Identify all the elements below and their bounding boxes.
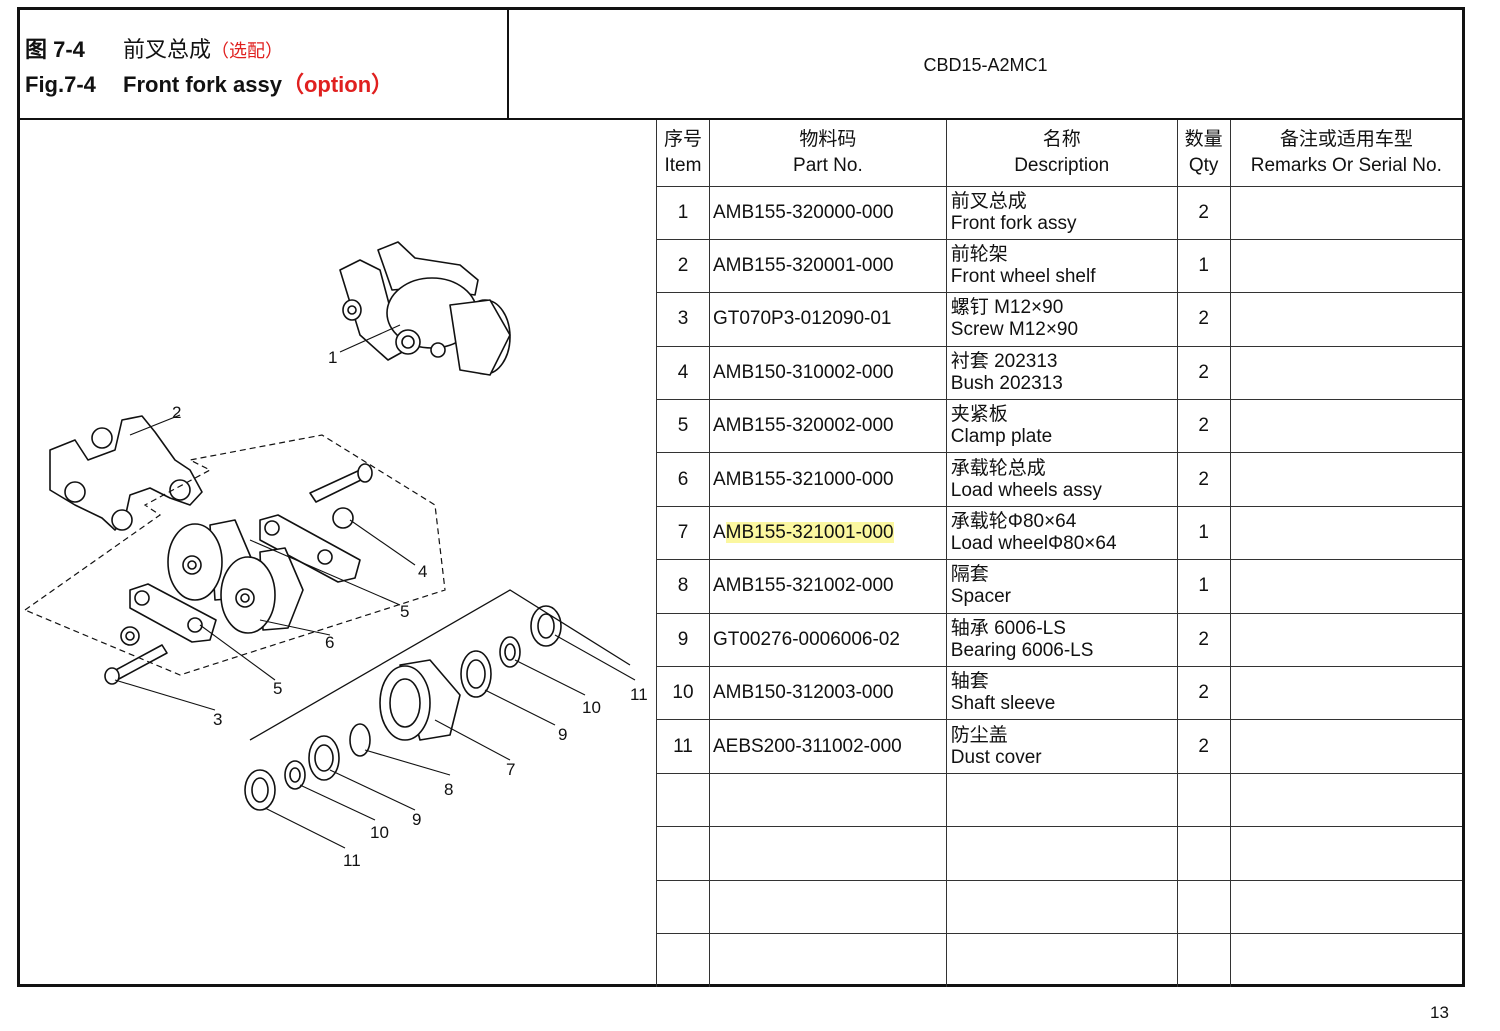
page-frame: 图 7-4 前叉总成（选配） Fig.7-4 Front fork assy（opt… <box>17 7 1465 987</box>
table-row-empty <box>656 826 1462 881</box>
part-spacer <box>349 723 371 757</box>
figure-number-en: Fig.7-4 <box>25 72 96 97</box>
figure-title-en: Fig.7-4 Front fork assy（option） <box>25 67 393 99</box>
part-bush <box>332 507 354 529</box>
callout-10b: 10 <box>370 823 389 842</box>
part-screw-upper <box>309 469 366 503</box>
callout-5b: 5 <box>273 679 282 698</box>
callout-11b: 11 <box>343 851 361 870</box>
part-front-wheel-shelf <box>49 415 203 531</box>
callout-2: 2 <box>172 403 181 422</box>
callout-10: 10 <box>582 698 601 717</box>
callout-3: 3 <box>213 710 222 729</box>
callout-9b: 9 <box>412 810 421 829</box>
callout-11: 11 <box>630 685 648 704</box>
part-load-wheel-7 <box>379 659 461 741</box>
callout-9: 9 <box>558 725 567 744</box>
exploded-view-svg: 1 2 3 4 5 5 6 7 8 9 9 10 10 11 11 <box>23 241 648 870</box>
exploded-drawing: 1 2 3 4 5 5 6 7 8 9 9 10 10 11 11 <box>20 120 656 984</box>
option-label-en: （option） <box>281 72 394 97</box>
figure-name-en: Front fork assy <box>123 72 282 97</box>
part-front-fork-assy <box>339 241 511 376</box>
table-row-empty <box>656 932 1462 987</box>
callout-5: 5 <box>400 602 409 621</box>
part-load-wheel-lower <box>220 547 304 634</box>
figure-name-zh: 前叉总成 <box>123 37 212 62</box>
callout-1: 1 <box>328 348 337 367</box>
header: 图 7-4 前叉总成（选配） Fig.7-4 Front fork assy（opt… <box>20 10 1462 120</box>
figure-title-zh: 图 7-4 前叉总成（选配） <box>25 32 283 64</box>
table-row-empty <box>656 772 1462 828</box>
page-number: 13 <box>1430 1003 1449 1022</box>
model-code: CBD15-A2MC1 <box>923 55 1048 75</box>
callout-8: 8 <box>444 780 453 799</box>
callout-6: 6 <box>325 633 334 652</box>
callout-4: 4 <box>418 562 427 581</box>
figure-number-zh: 图 7-4 <box>25 37 85 62</box>
figure-title-box: 图 7-4 前叉总成（选配） Fig.7-4 Front fork assy（opt… <box>20 10 509 120</box>
part-clamp-plate-upper <box>259 514 361 583</box>
highlighted-part-no: MB155-321001-000 <box>725 522 894 544</box>
callout-7: 7 <box>506 760 515 779</box>
table-row-empty <box>656 879 1462 934</box>
option-label-zh: （选配） <box>211 41 284 61</box>
